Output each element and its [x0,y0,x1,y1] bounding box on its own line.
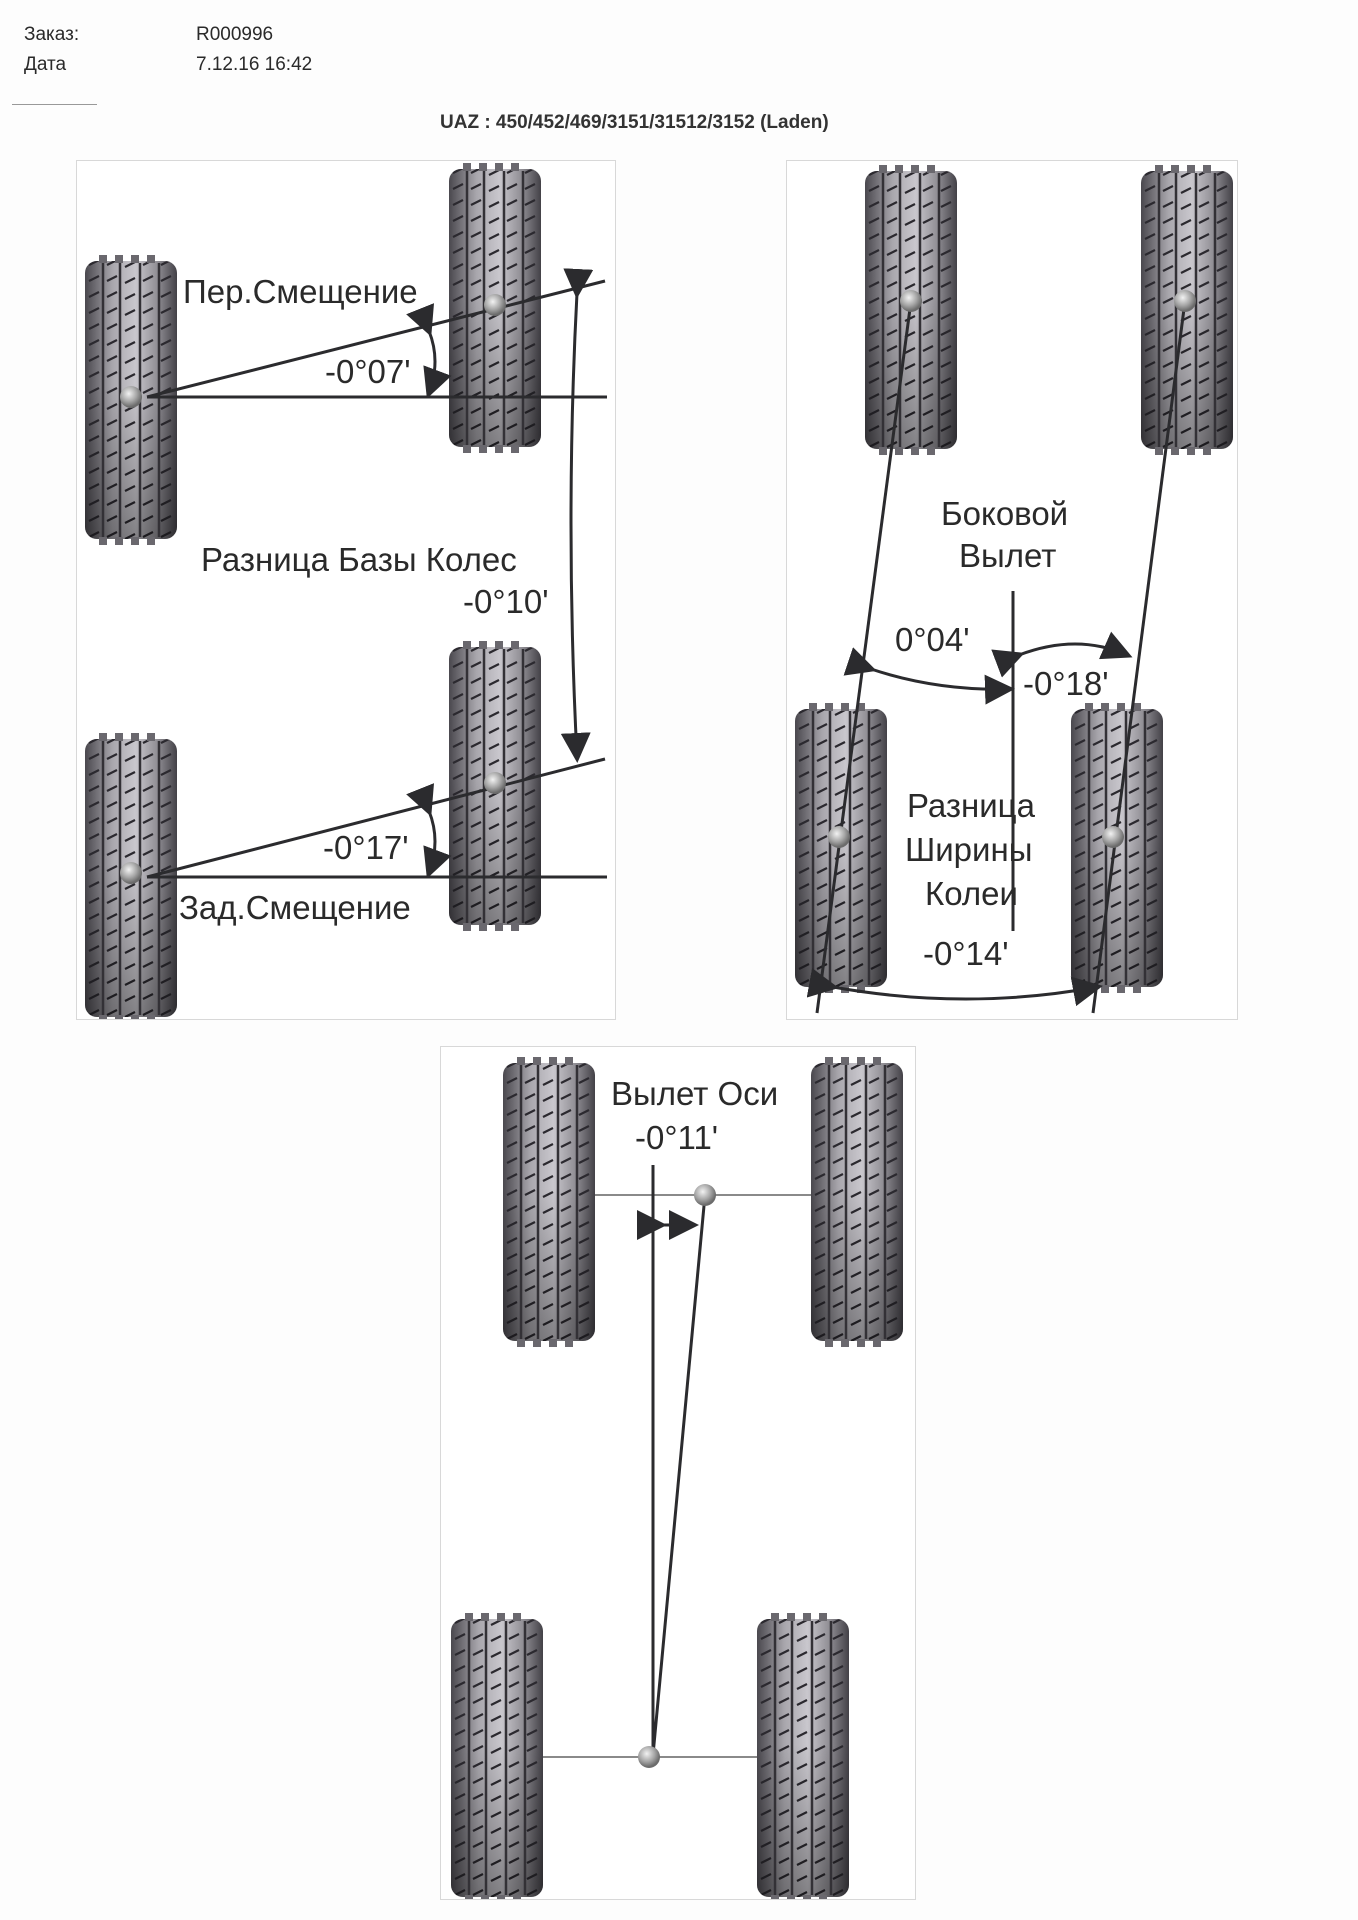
wheelbase-diff-label: Разница Базы Колес [201,541,517,578]
left-lateral-arrow-icon [843,647,1015,705]
rear-left-tire-icon [793,701,889,995]
track-diff-value: -0°14' [923,935,1009,972]
date-value: 7.12.16 16:42 [196,54,313,75]
setback-panel: Пер.Смещение -0°07' Разница Базы Колес -… [76,160,616,1020]
front-left-hub-icon [900,290,922,312]
front-axle-center-icon [694,1184,716,1206]
axle-offset-line [651,1194,707,1756]
front-right-tire-icon [809,1055,905,1349]
front-left-tire-icon [501,1055,597,1349]
track-label-line2: Ширины [905,831,1033,868]
wheelbase-diff-value: -0°10' [463,583,549,620]
rear-left-hub-icon [828,826,850,848]
track-label-line3: Колеи [925,875,1018,912]
order-label: Заказ: [24,24,80,45]
rear-left-tire-icon [449,1611,545,1899]
right-line [1091,300,1187,1014]
rear-setback-label: Зад.Смещение [179,889,411,926]
setback-diagram [83,161,607,1019]
rear-left-hub-icon [120,862,142,884]
lateral-label-line1: Боковой [941,495,1069,532]
front-right-hub-icon [1174,290,1196,312]
date-label: Дата [24,54,67,75]
right-lateral-arrow-icon [991,631,1133,678]
front-left-hub-icon [120,386,142,408]
rear-right-tire-icon [755,1611,851,1899]
rear-angle-arrow-icon [406,783,452,879]
axle-offset-panel: Вылет Оси -0°11' [440,1046,916,1900]
track-width-arrow-icon [806,968,1103,1007]
lateral-panel: Боковой Вылет 0°04' -0°18' Разница Ширин… [786,160,1238,1020]
wheelbase-arrow-icon [560,268,594,763]
left-lateral-value: 0°04' [895,621,970,658]
lateral-diagram [793,163,1235,1014]
rear-right-hub-icon [1102,826,1124,848]
order-value: R000996 [196,24,274,45]
rear-right-tire-icon [1069,701,1165,995]
front-setback-label: Пер.Смещение [183,273,418,310]
rear-axle-line [146,757,606,879]
scan-mark [12,104,97,105]
front-setback-value: -0°07' [325,353,411,390]
right-lateral-value: -0°18' [1023,665,1109,702]
rear-axle-center-icon [638,1746,660,1768]
front-right-hub-icon [484,294,506,316]
axle-offset-diagram [449,1055,905,1899]
rear-right-hub-icon [484,772,506,794]
front-axle-line [146,279,606,399]
front-angle-arrow-icon [406,303,452,399]
lateral-label-line2: Вылет [959,537,1057,574]
axle-offset-label: Вылет Оси [611,1075,779,1112]
axle-offset-value: -0°11' [635,1119,719,1156]
rear-setback-value: -0°17' [323,829,409,866]
track-label-line1: Разница [907,787,1035,824]
vehicle-title: UAZ : 450/452/469/3151/31512/3152 (Laden… [440,112,829,133]
